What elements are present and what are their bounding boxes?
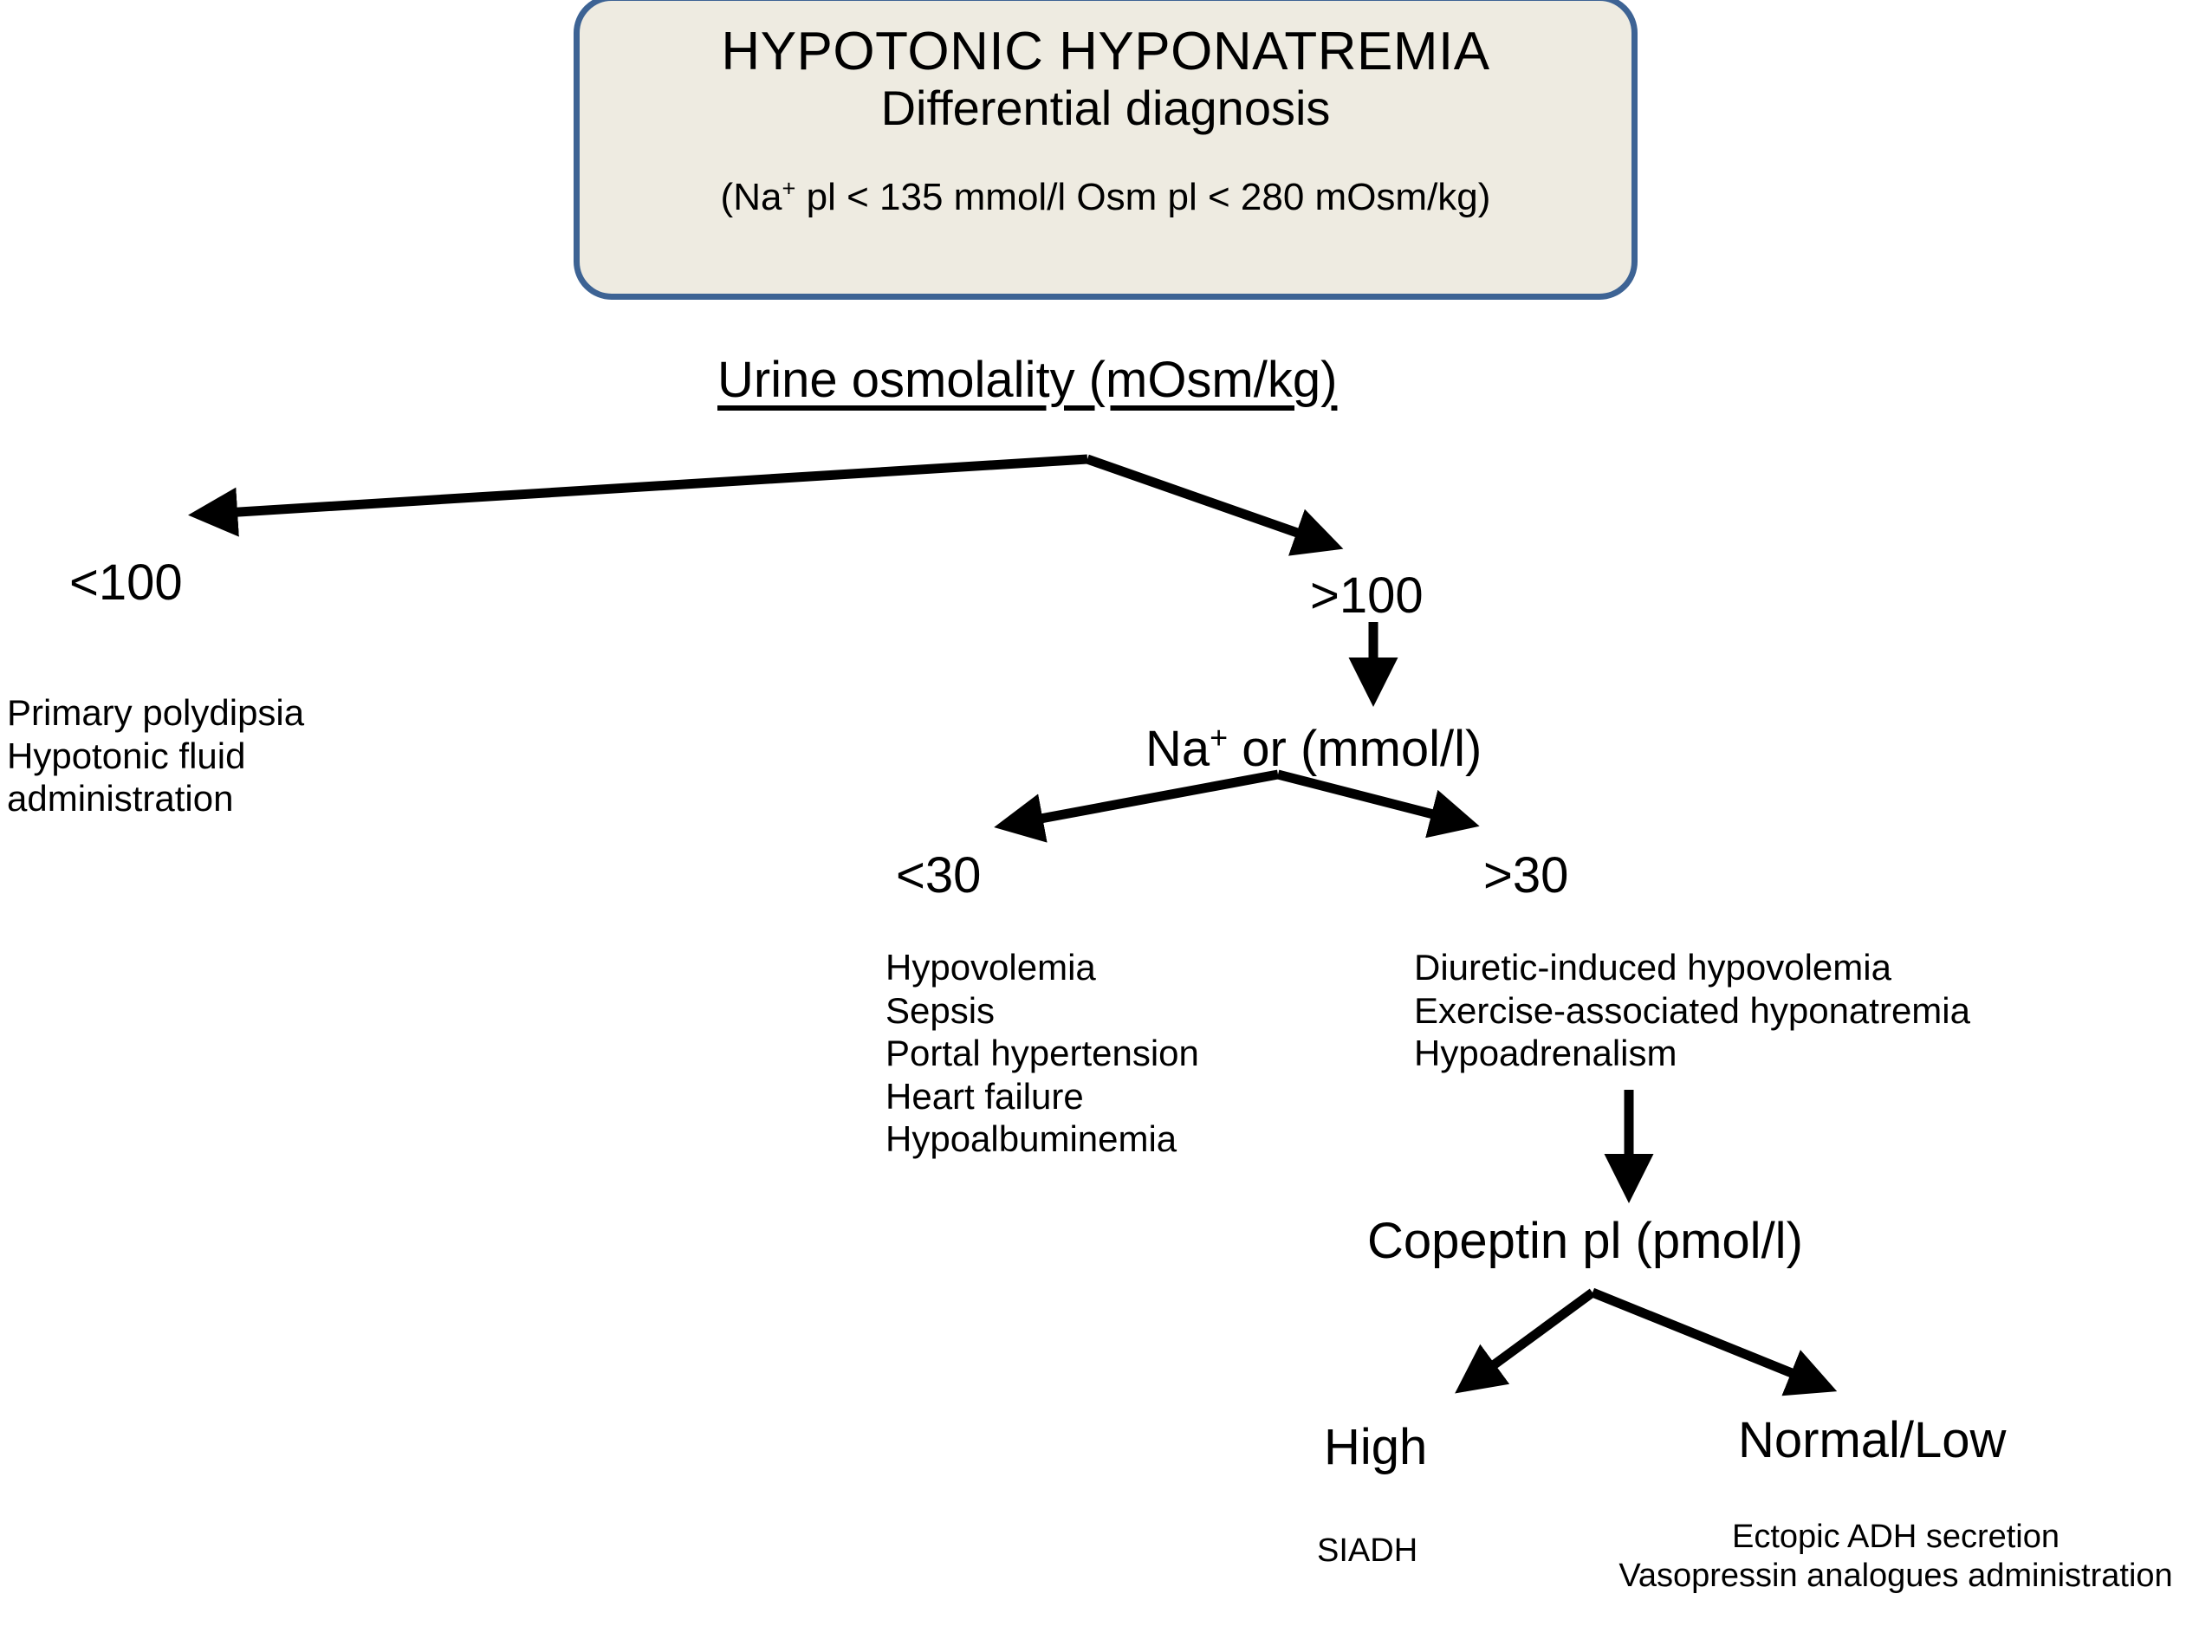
sodium-superscript: + — [1210, 719, 1229, 755]
list-item: Sepsis — [885, 989, 996, 1031]
list-item: Hypoalbuminemia — [885, 1118, 1177, 1160]
decision-urine-sodium: Na+ or (mmol/l) — [1145, 721, 1482, 778]
condition-list-urine-lt-100: Primary polydipsia Hypotonic fluid admin… — [7, 691, 304, 820]
list-item: Portal hypertension — [885, 1033, 1199, 1074]
list-item: Vasopressin analogues administration — [1618, 1557, 2173, 1594]
connector-copeptin-to-high — [1455, 1288, 1596, 1394]
branch-label-urine-lt-100: <100 — [69, 554, 183, 611]
branch-label-urine-gt-100: >100 — [1310, 567, 1424, 624]
sodium-rest: or (mmol/l) — [1228, 721, 1482, 777]
list-item: administration — [7, 778, 234, 820]
connector-copeptin-to-normal-low — [1590, 1287, 1838, 1396]
connector-sodium-to-low — [994, 769, 1280, 843]
branch-label-copeptin-high: High — [1324, 1419, 1428, 1475]
page-subtitle: Differential diagnosis — [880, 81, 1331, 136]
sodium-prefix: Na — [1145, 721, 1210, 777]
branch-label-copeptin-normal-low: Normal/Low — [1738, 1412, 2007, 1468]
condition-list-sodium-lt-30: Hypovolemia Sepsis Portal hypertension H… — [885, 946, 1199, 1161]
criteria-rest: pl < 135 mmol/l Osm pl < 280 mOsm/kg) — [795, 176, 1491, 219]
list-item: SIADH — [1317, 1532, 1418, 1569]
list-item: Primary polydipsia — [7, 692, 305, 733]
list-item: Ectopic ADH secretion — [1731, 1519, 2060, 1555]
criteria-prefix: (Na — [720, 176, 782, 219]
list-item: Exercise-associated hyponatremia — [1414, 989, 1970, 1031]
list-item: Hypovolemia — [885, 947, 1096, 988]
decision-copeptin: Copeptin pl (pmol/l) — [1367, 1213, 1803, 1269]
criteria-superscript: + — [782, 174, 796, 202]
page-title: HYPOTONIC HYPONATREMIA — [721, 22, 1490, 81]
connector-sodium-to-high — [1276, 769, 1480, 839]
list-item: Heart failure — [885, 1075, 1084, 1117]
list-item: Hypotonic fluid — [7, 735, 246, 776]
condition-list-copeptin-normal-low: Ectopic ADH secretion Vasopressin analog… — [1575, 1518, 2212, 1596]
diagnostic-criteria: (Na+ pl < 135 mmol/l Osm pl < 280 mOsm/k… — [721, 176, 1491, 218]
decision-urine-osmolality: Urine osmolality (mOsm/kg) — [717, 352, 1338, 408]
list-item: Hypoadrenalism — [1414, 1033, 1677, 1074]
list-item: Diuretic-induced hypovolemia — [1414, 947, 1891, 988]
header-box: HYPOTONIC HYPONATREMIA Differential diag… — [574, 0, 1638, 300]
condition-list-sodium-gt-30: Diuretic-induced hypovolemia Exercise-as… — [1414, 946, 1970, 1075]
connector-urine-osmolality-to-high — [1086, 454, 1344, 556]
branch-label-sodium-gt-30: >30 — [1483, 847, 1569, 904]
connector-urine-osmolality-to-low — [188, 454, 1088, 537]
condition-list-copeptin-high: SIADH — [1317, 1532, 1417, 1571]
branch-label-sodium-lt-30: <30 — [896, 847, 982, 904]
